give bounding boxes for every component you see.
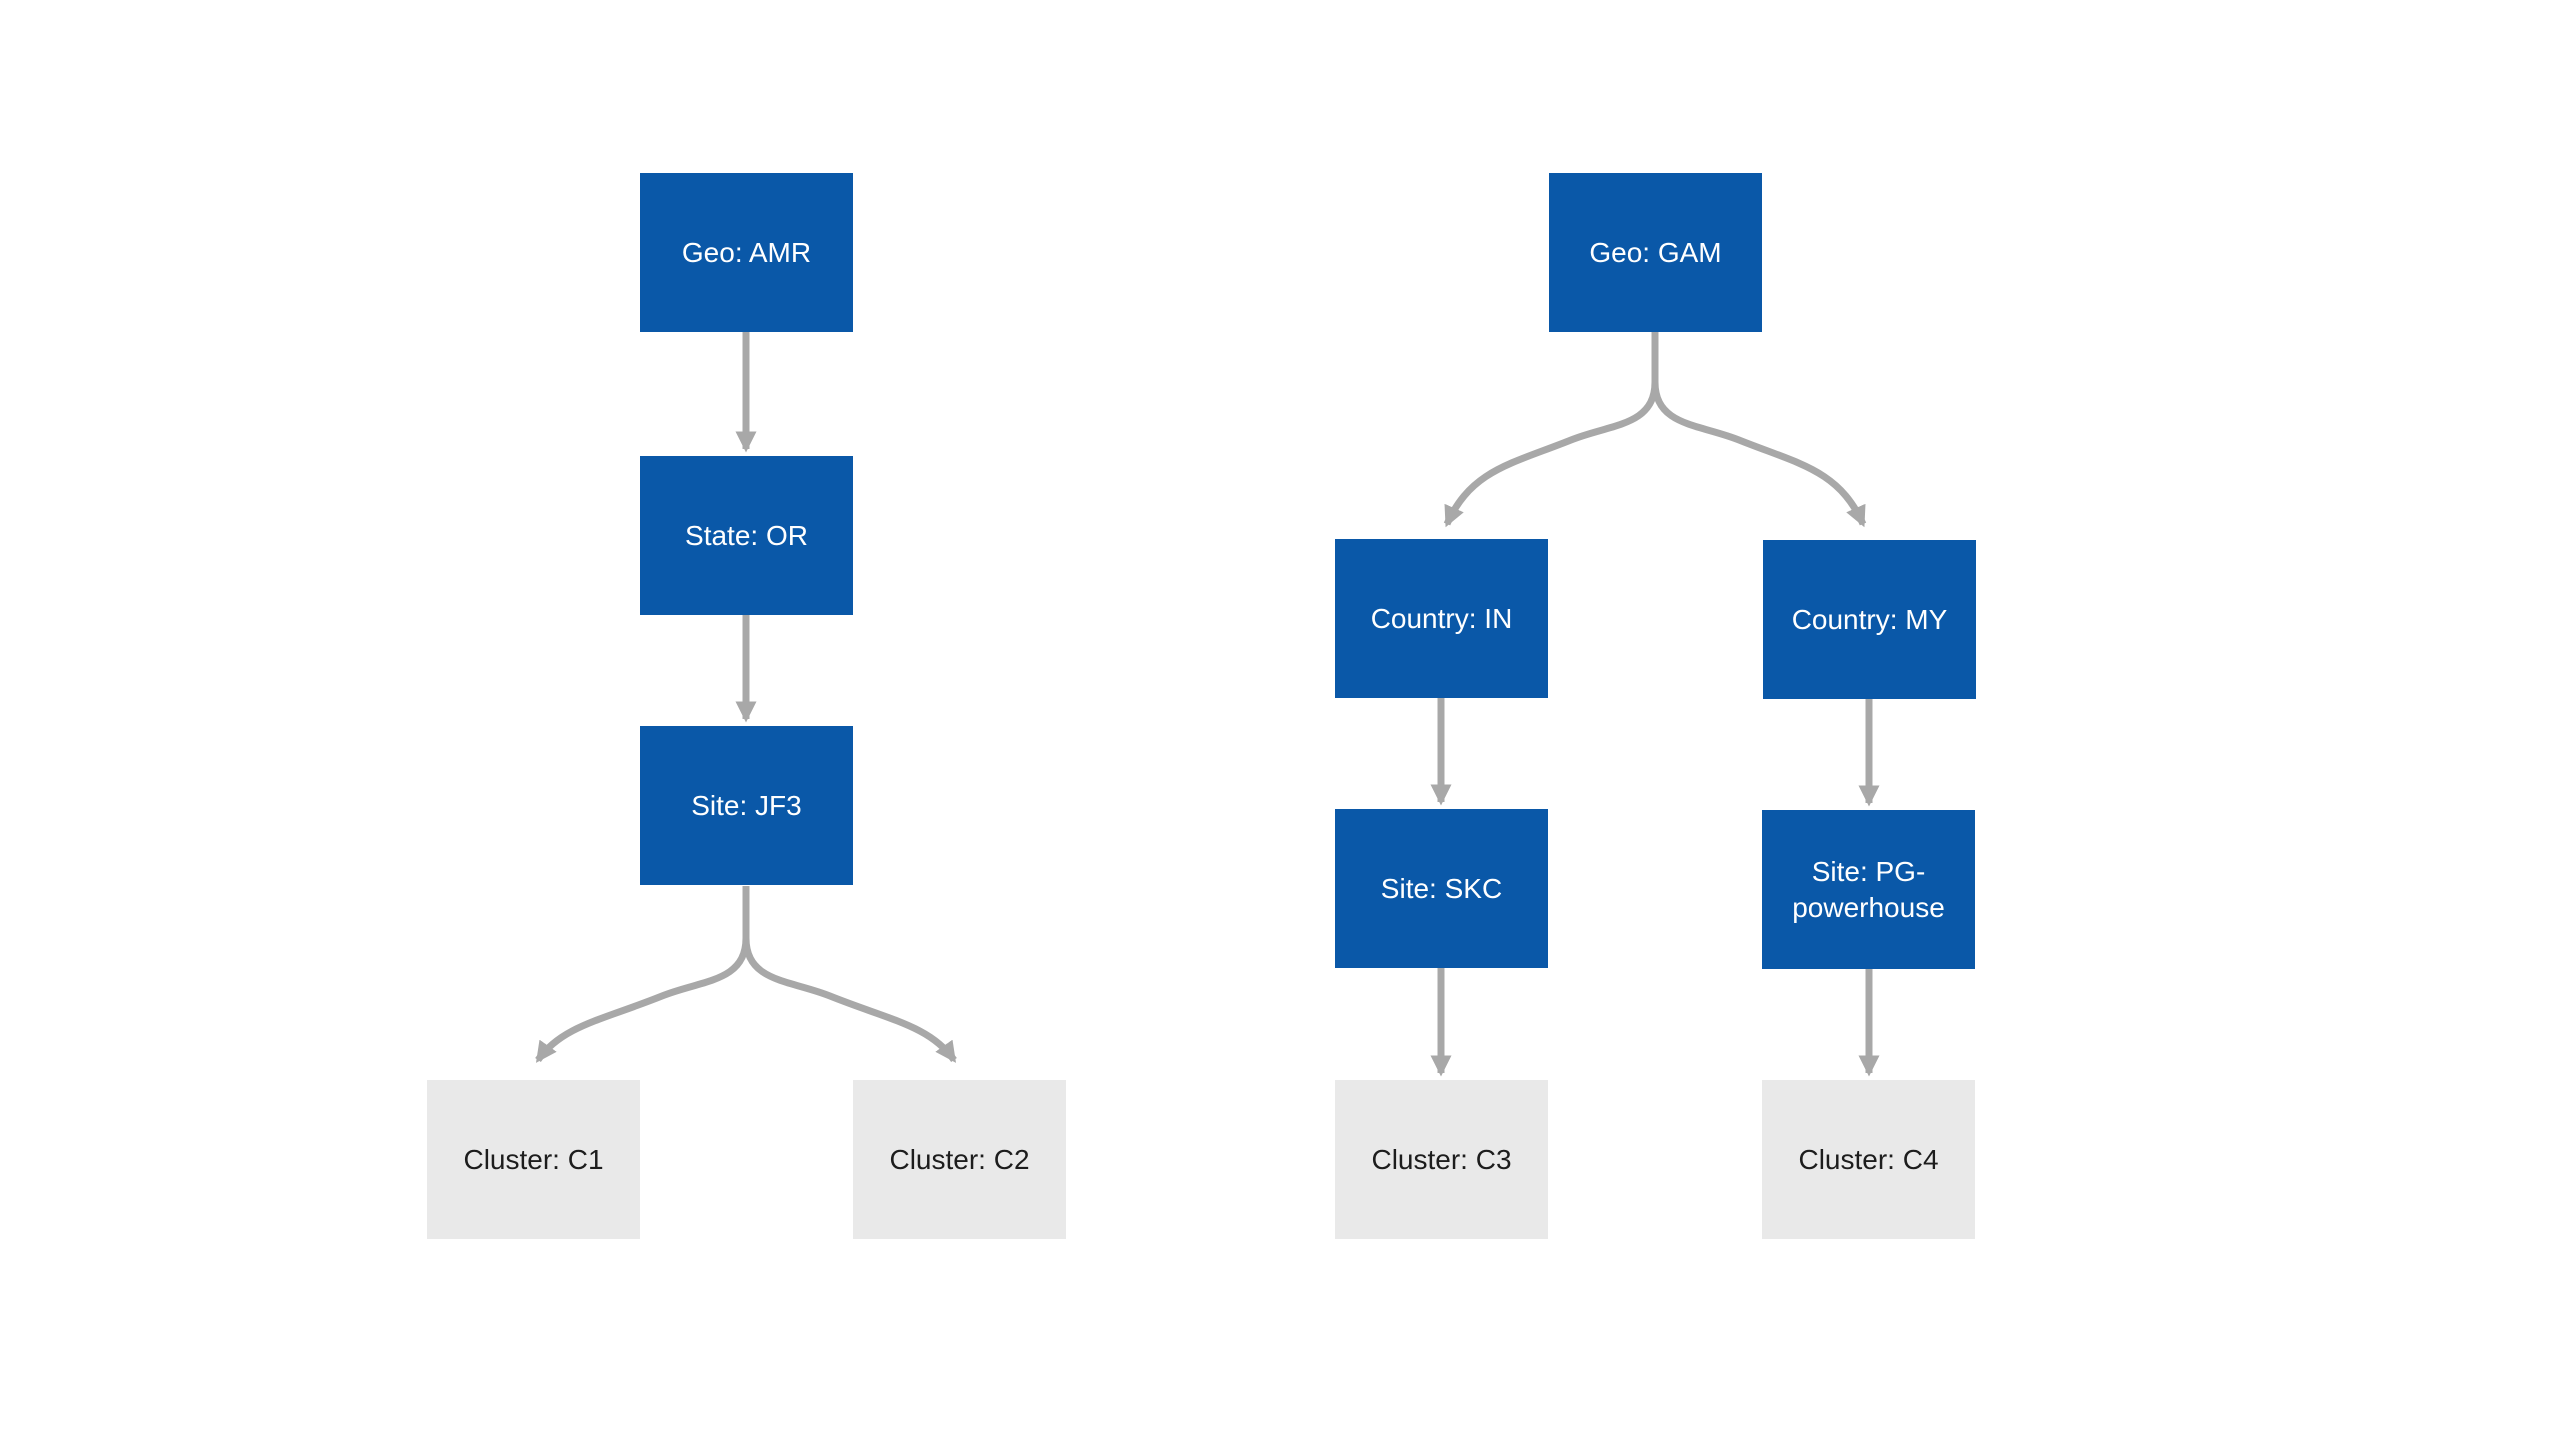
node-label: Site: PG-powerhouse bbox=[1792, 855, 1945, 923]
edge-geo-gam-to-country-my bbox=[1651, 331, 1867, 528]
node-cluster-c3: Cluster: C3 bbox=[1335, 1080, 1548, 1239]
edge-geo-gam-to-country-in bbox=[1443, 331, 1659, 528]
node-cluster-c2: Cluster: C2 bbox=[853, 1080, 1066, 1239]
node-label: Cluster: C1 bbox=[463, 1143, 604, 1175]
node-country-my: Country: MY bbox=[1763, 540, 1976, 699]
node-label: State: OR bbox=[685, 519, 808, 551]
node-cluster-c1: Cluster: C1 bbox=[427, 1080, 640, 1239]
node-label: Cluster: C3 bbox=[1371, 1143, 1512, 1175]
node-label: Geo: GAM bbox=[1589, 236, 1722, 268]
node-label: Cluster: C2 bbox=[889, 1143, 1030, 1175]
node-label: Site: SKC bbox=[1380, 872, 1503, 904]
node-geo-gam: Geo: GAM bbox=[1549, 173, 1762, 332]
edge-site-jf3-to-cluster-c1 bbox=[535, 886, 750, 1063]
node-label: Geo: AMR bbox=[681, 236, 812, 268]
node-site-skc: Site: SKC bbox=[1335, 809, 1548, 968]
node-label: Cluster: C4 bbox=[1798, 1143, 1939, 1175]
node-country-in: Country: IN bbox=[1335, 539, 1548, 698]
node-label: Site: JF3 bbox=[691, 789, 802, 821]
node-cluster-c4: Cluster: C4 bbox=[1762, 1080, 1975, 1239]
node-site-pg-powerhouse: Site: PG-powerhouse bbox=[1762, 810, 1975, 969]
edge-site-jf3-to-cluster-c2 bbox=[742, 886, 957, 1063]
node-label: Country: MY bbox=[1791, 603, 1948, 635]
node-label: Country: IN bbox=[1370, 602, 1513, 634]
node-state-or: State: OR bbox=[640, 456, 853, 615]
node-geo-amr: Geo: AMR bbox=[640, 173, 853, 332]
node-site-jf3: Site: JF3 bbox=[640, 726, 853, 885]
